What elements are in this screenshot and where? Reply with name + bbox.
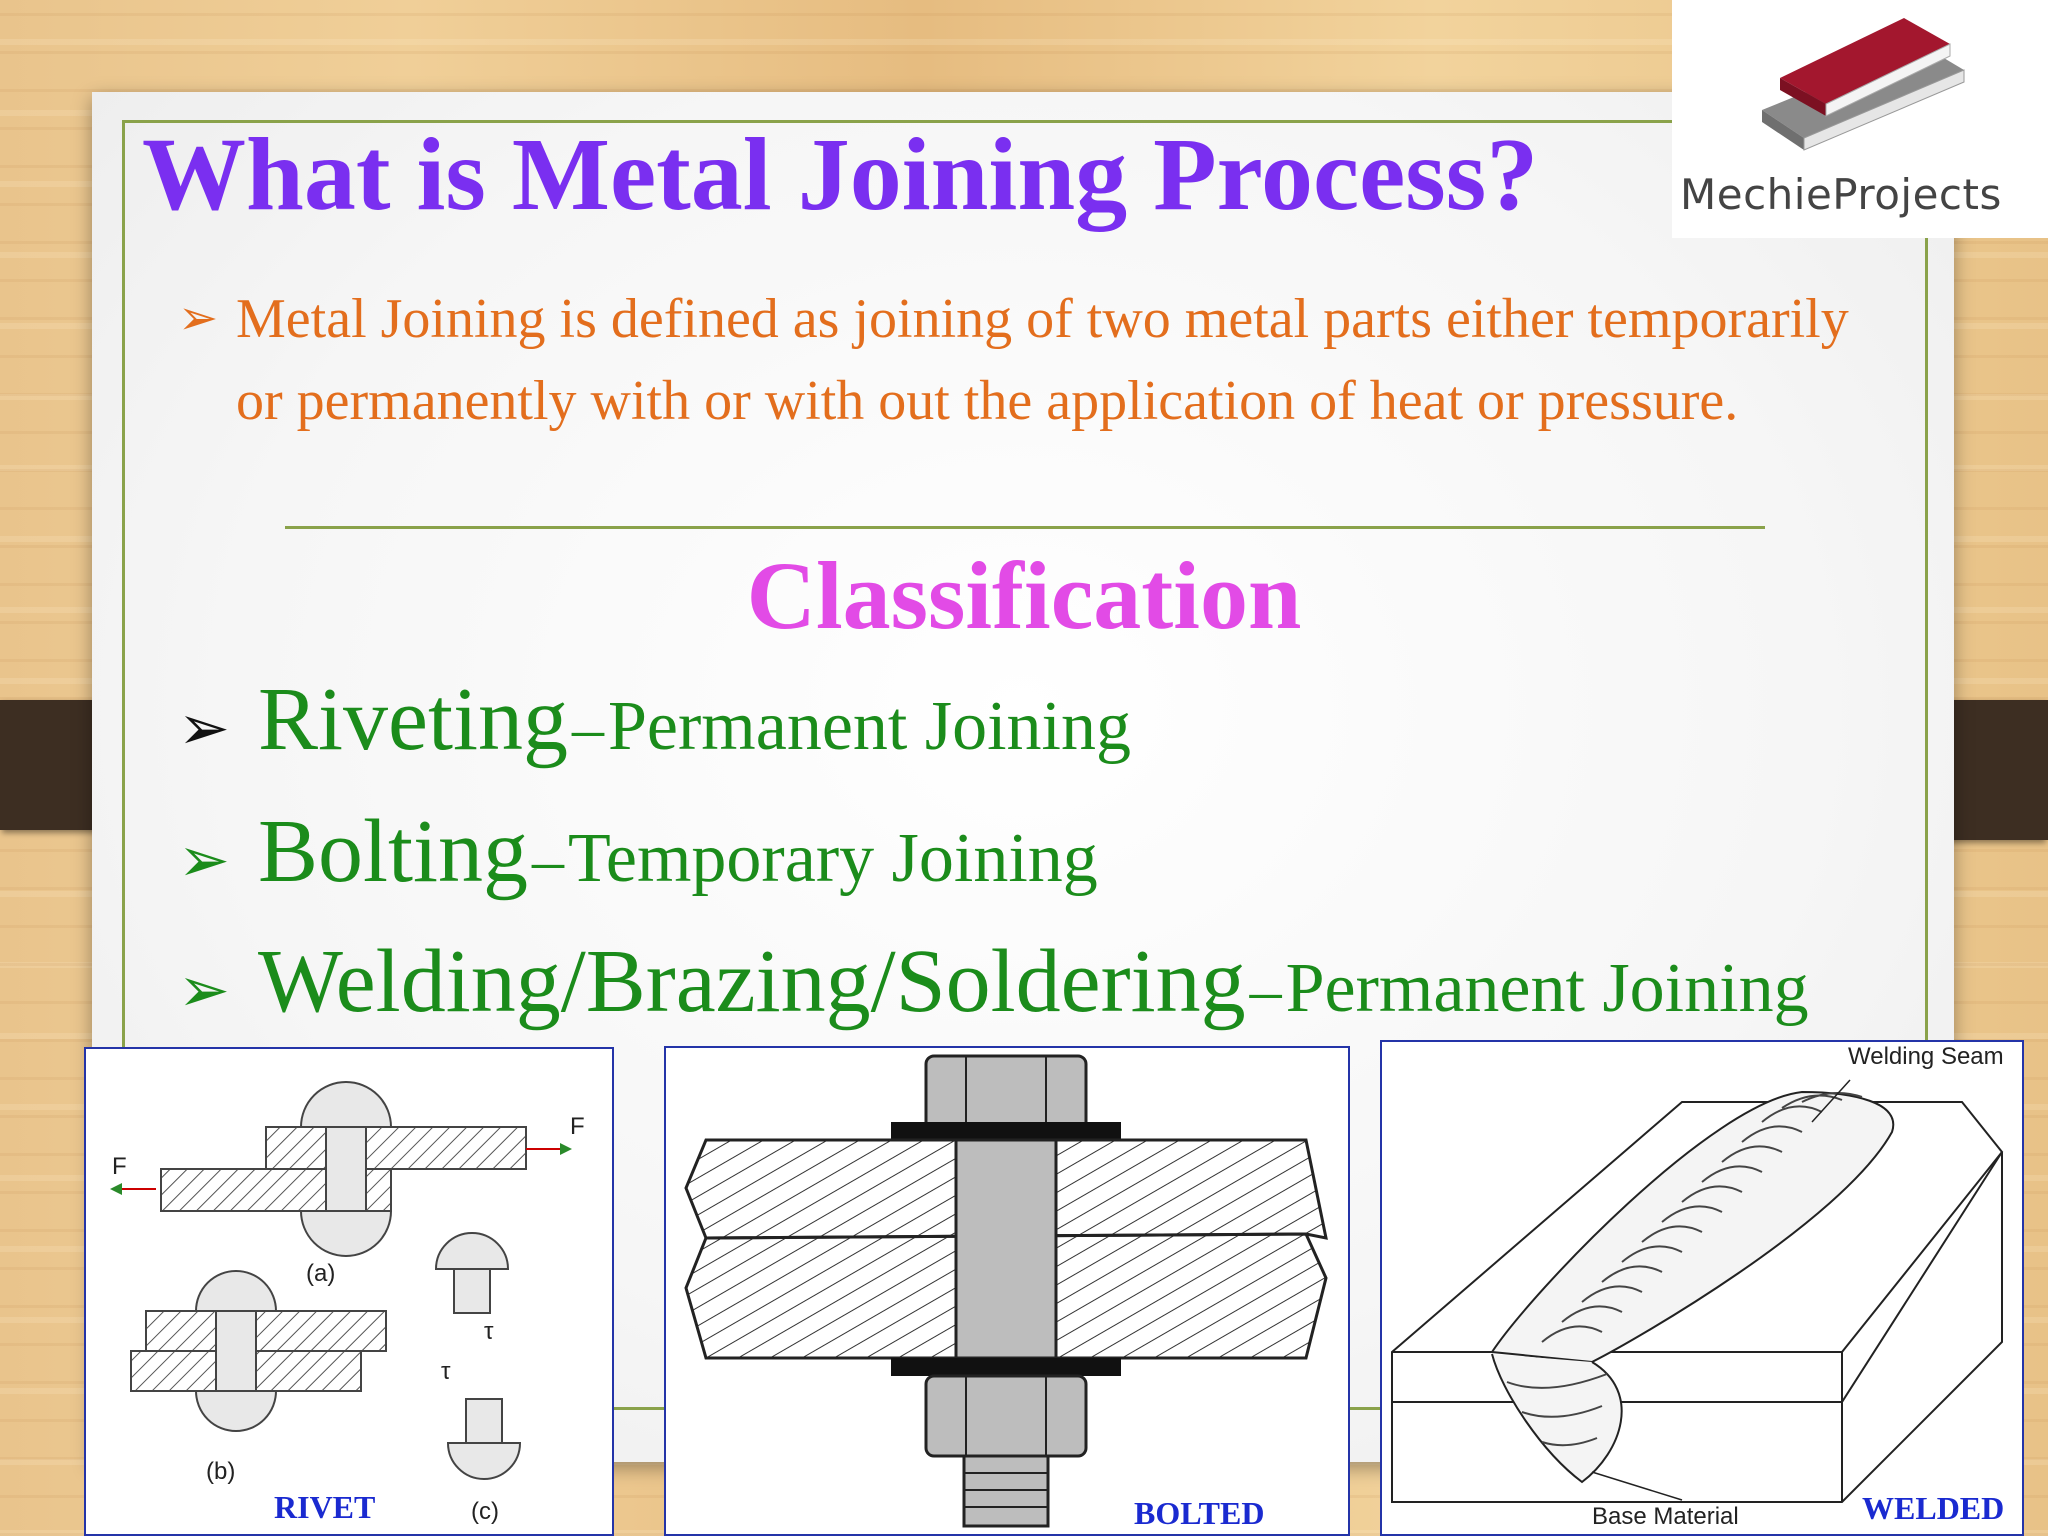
seam-label: Welding Seam xyxy=(1848,1043,2004,1070)
label-a: (a) xyxy=(306,1260,335,1287)
item-name: Bolting xyxy=(258,802,529,901)
definition-bullet: ➢ Metal Joining is defined as joining of… xyxy=(178,278,1878,442)
item-name: Welding/Brazing/Soldering xyxy=(258,932,1246,1031)
item-kind: Permanent Joining xyxy=(608,688,1131,765)
logo-text: MechieProjects xyxy=(1680,170,2002,219)
weld-diagram: Welding Seam Base Material xyxy=(1391,1043,2004,1530)
base-material-label: Base Material xyxy=(1592,1503,1739,1530)
logo: MechieProjects xyxy=(1672,0,2048,238)
arrow-bullet-icon: ➢ xyxy=(178,827,230,895)
bolt-figure: BOLTED xyxy=(664,1046,1350,1536)
item-kind: Permanent Joining xyxy=(1285,950,1809,1027)
item-dash: – xyxy=(572,692,604,763)
rivet-figure: F F (a) (b) τ τ (c) RIVET xyxy=(84,1047,614,1536)
force-label: F xyxy=(112,1153,127,1180)
tau-label: τ xyxy=(441,1358,451,1385)
label-c: (c) xyxy=(471,1498,499,1525)
classification-item-bolting: ➢ Bolting – Temporary Joining xyxy=(178,800,1098,903)
arrow-bullet-icon: ➢ xyxy=(178,957,230,1025)
rivet-diagram: F F (a) (b) τ τ (c) xyxy=(110,1081,585,1525)
classification-item-riveting: ➢ Riveting – Permanent Joining xyxy=(178,668,1131,771)
weld-figure: Welding Seam Base Material WELDED xyxy=(1380,1040,2024,1536)
item-dash: – xyxy=(532,824,565,895)
arrow-bullet-icon: ➢ xyxy=(178,695,230,763)
item-kind: Temporary Joining xyxy=(568,820,1098,897)
books-icon xyxy=(1762,18,1965,151)
bolt-caption: BOLTED xyxy=(1134,1495,1265,1531)
classification-heading: Classification xyxy=(746,542,1302,649)
divider-line xyxy=(285,526,1765,529)
definition-text: Metal Joining is defined as joining of t… xyxy=(236,288,1849,432)
bolt-diagram xyxy=(684,1054,1328,1528)
rivet-caption: RIVET xyxy=(274,1489,376,1525)
classification-item-welding: ➢ Welding/Brazing/Soldering – Permanent J… xyxy=(178,930,1809,1033)
force-label: F xyxy=(570,1113,585,1140)
item-dash: – xyxy=(1249,954,1282,1025)
item-name: Riveting xyxy=(258,670,568,769)
tau-label: τ xyxy=(484,1318,494,1345)
label-b: (b) xyxy=(206,1458,235,1485)
slide-title: What is Metal Joining Process? xyxy=(142,117,1539,232)
arrow-bullet-icon: ➢ xyxy=(178,292,219,345)
weld-caption: WELDED xyxy=(1862,1490,2005,1526)
